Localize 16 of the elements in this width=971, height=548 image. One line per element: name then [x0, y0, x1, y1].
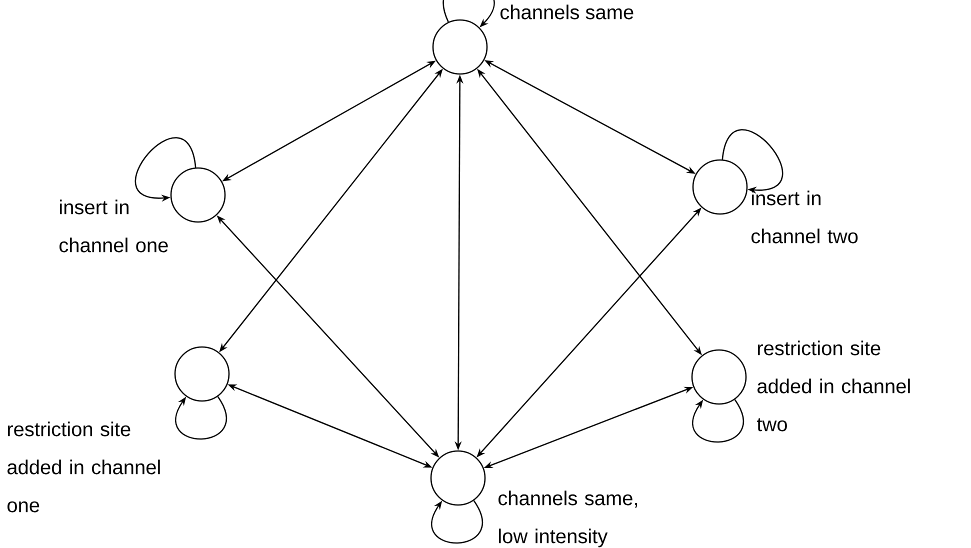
state-label: channels same, low intensity [498, 490, 638, 548]
state-label: insert in channel one [60, 200, 168, 252]
state-circle [432, 19, 488, 75]
state-label: channels same [500, 4, 634, 20]
state-label: insert in channel two [752, 190, 858, 244]
loop-arrow [431, 500, 483, 544]
loop-arrow [692, 399, 744, 443]
loop-arrow [175, 396, 227, 440]
state-circle [174, 346, 230, 402]
state-circle [691, 349, 747, 405]
state-label: restriction site added in channel one [8, 422, 160, 512]
state-circle [430, 450, 486, 506]
loop-arrow [722, 129, 784, 194]
state-label: restriction site added in channel two [756, 340, 910, 432]
state-circle [692, 159, 748, 215]
state-circle [170, 167, 226, 223]
